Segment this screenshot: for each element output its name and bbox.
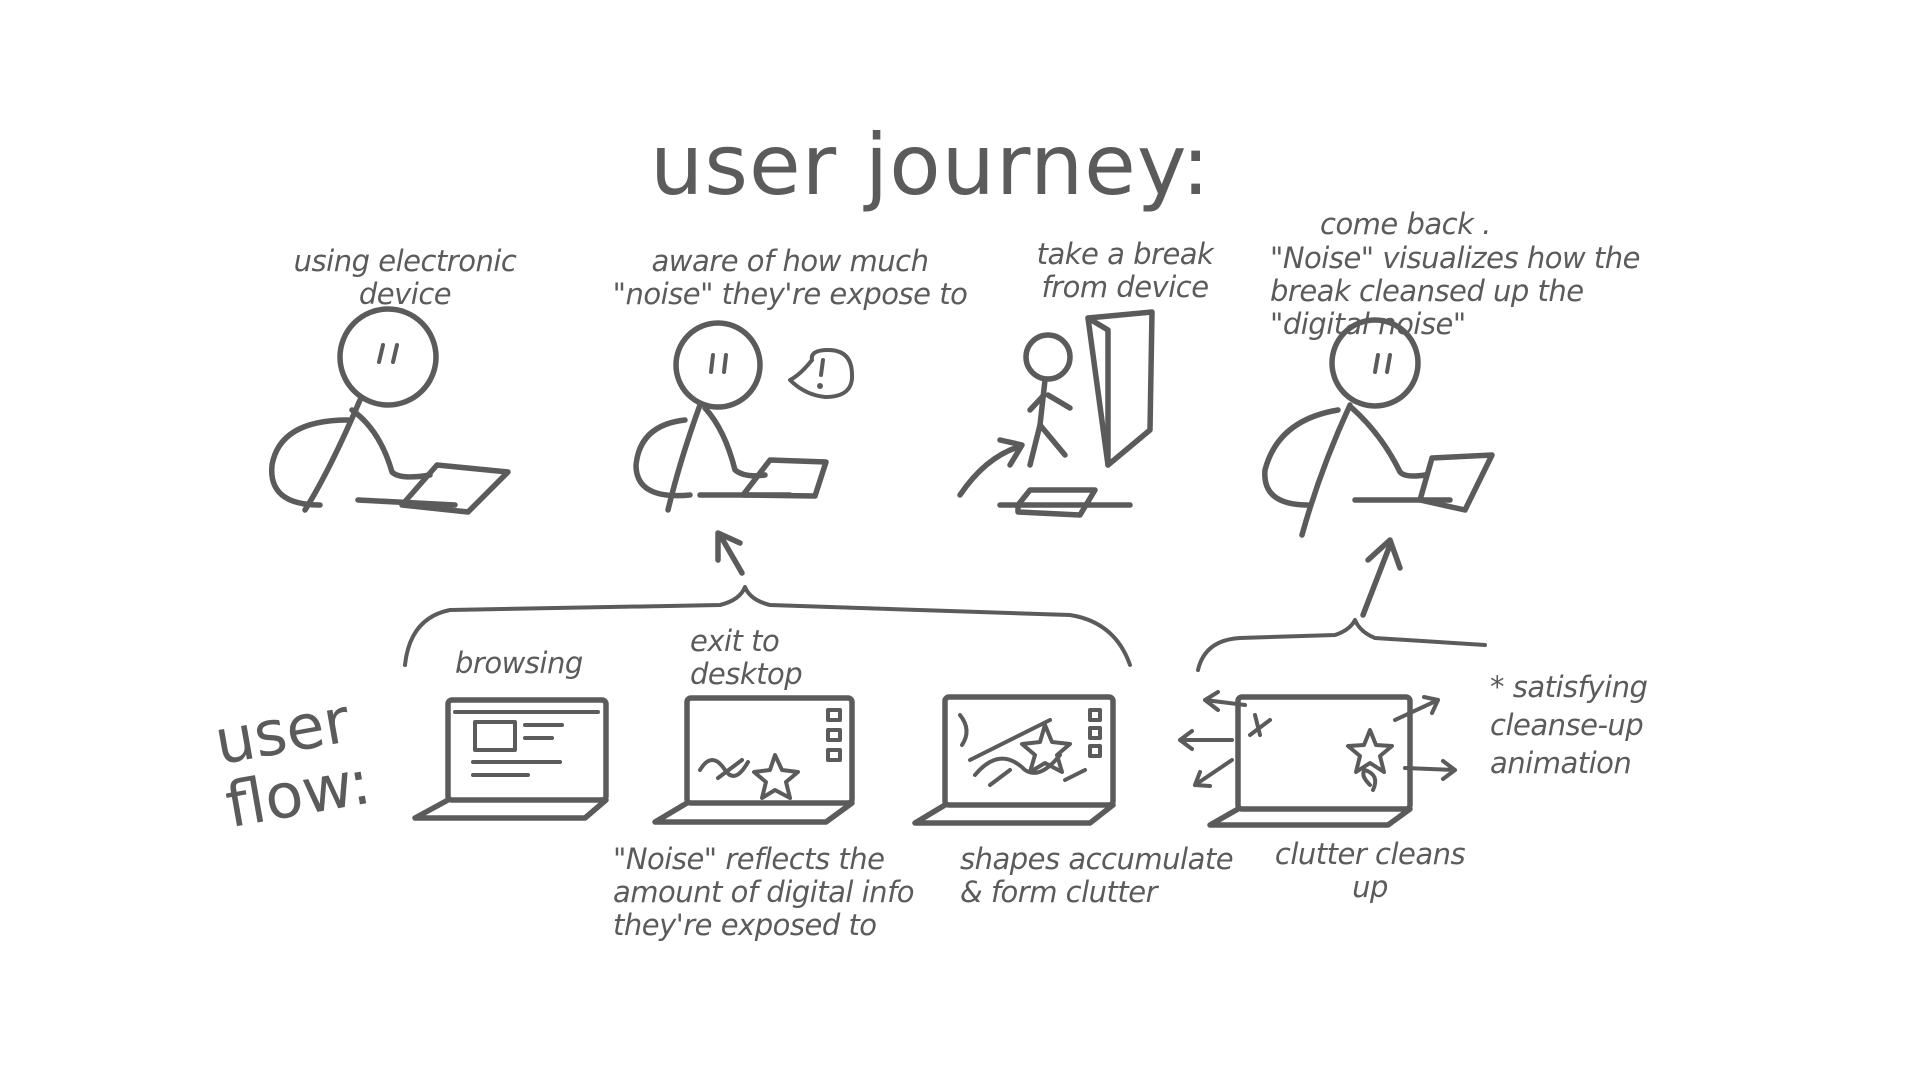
laptop-browsing	[415, 700, 606, 818]
flow-caption-noise-reflects: "Noise" reflects the amount of digital i…	[613, 843, 914, 942]
laptop-desktop	[655, 698, 852, 822]
flow-label-exit-desktop: exit to desktop	[690, 625, 802, 691]
flow-label-browsing: browsing	[455, 647, 583, 680]
journey-caption-2: aware of how much "noise" they're expose…	[600, 245, 980, 311]
laptop-cleanup	[1180, 692, 1455, 825]
laptop-clutter	[915, 697, 1113, 823]
journey-caption-3: take a break from device	[1010, 238, 1240, 304]
journey-caption-4-top: come back .	[1320, 208, 1491, 241]
user-flow-title: user flow:	[210, 687, 375, 838]
figure-take-a-break	[960, 312, 1152, 515]
figure-using-device	[272, 309, 508, 512]
journey-caption-4: "Noise" visualizes how the break cleanse…	[1270, 242, 1640, 341]
figure-come-back	[1265, 320, 1492, 615]
side-note-animation: * satisfying cleanse-up animation	[1490, 668, 1647, 782]
flow-caption-clutter-cleans: clutter cleans up	[1255, 838, 1485, 904]
figure-aware-of-noise	[636, 323, 852, 573]
brace-flow-4	[1198, 620, 1485, 670]
journey-caption-1: using electronic device	[270, 245, 540, 311]
page-title: user journey:	[650, 120, 1211, 210]
flow-caption-shapes-accumulate: shapes accumulate & form clutter	[960, 843, 1233, 909]
